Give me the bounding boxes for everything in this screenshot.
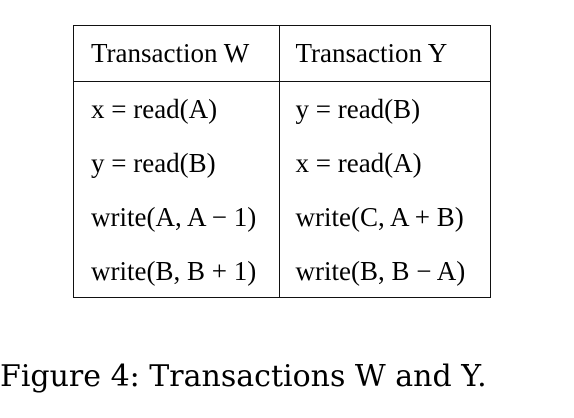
figure-caption: Figure 4: Transactions W and Y. [0,359,487,394]
table-cell-w: write(B, B + 1) [91,255,257,286]
table-cell-w: y = read(B) [91,147,216,178]
table-row: y = read(B) x = read(A) [74,136,490,190]
table-cell-y: y = read(B) [278,81,490,136]
table-cell-w: x = read(A) [91,93,218,124]
header-transaction-y: Transaction Y [278,26,490,82]
transactions-table: Transaction W Transaction Y x = read(A) … [74,26,490,298]
header-transaction-w: Transaction W [74,26,279,82]
table-cell-y: write(B, B − A) [278,244,490,298]
table-cell-w: write(A, A − 1) [91,201,257,232]
table-row: x = read(A) y = read(B) [74,81,490,136]
table-cell-y: x = read(A) [278,136,490,190]
table-row: write(B, B + 1) write(B, B − A) [74,244,490,298]
table-cell-y: write(C, A + B) [278,190,490,244]
table-row: write(A, A − 1) write(C, A + B) [74,190,490,244]
transactions-table-frame: Transaction W Transaction Y x = read(A) … [73,25,491,298]
table-header-row: Transaction W Transaction Y [74,26,490,82]
